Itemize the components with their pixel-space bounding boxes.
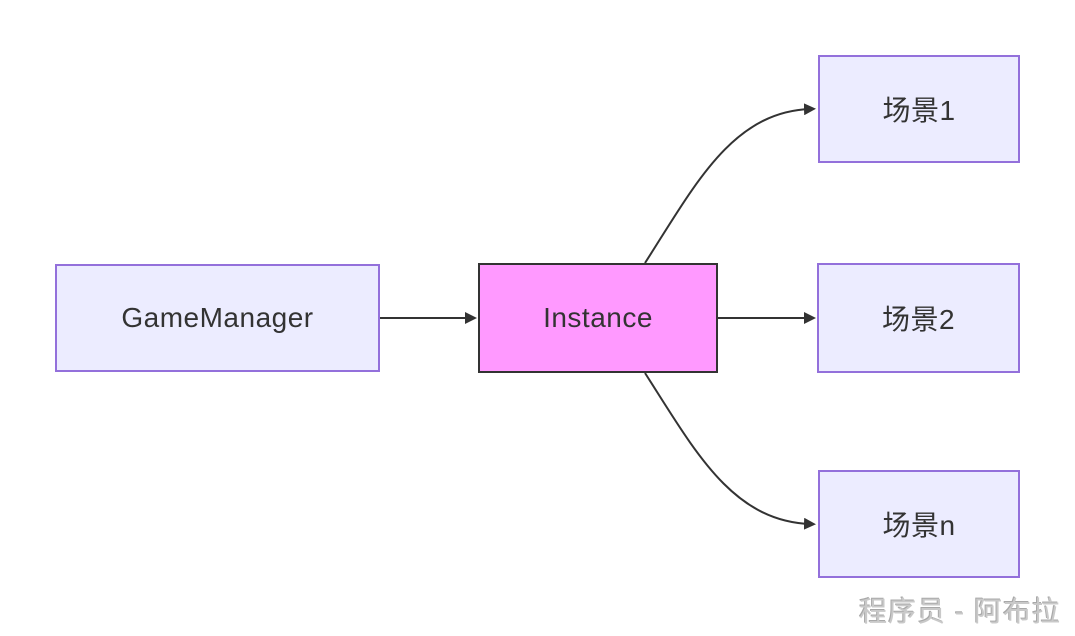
node-gamemanager-label: GameManager <box>121 302 314 333</box>
node-scene2-label: 场景2 <box>881 304 956 335</box>
node-instance-label: Instance <box>543 302 653 333</box>
edge-instance-to-scenen <box>644 372 816 530</box>
node-scenen[interactable]: 场景n <box>818 470 1020 578</box>
edge-instance-to-scene1 <box>644 103 816 264</box>
node-scene1-label: 场景1 <box>882 95 956 126</box>
node-scene2[interactable]: 场景2 <box>817 263 1020 373</box>
node-scene1[interactable]: 场景1 <box>818 55 1020 163</box>
node-gamemanager[interactable]: GameManager <box>55 264 380 372</box>
watermark: 程序员 - 阿布拉 <box>859 596 1061 627</box>
node-instance[interactable]: Instance <box>478 263 718 373</box>
node-scenen-label: 场景n <box>882 510 956 541</box>
